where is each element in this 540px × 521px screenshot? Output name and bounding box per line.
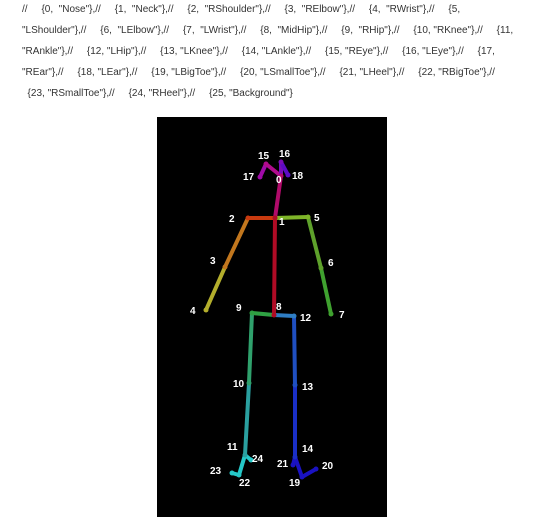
limb-10-11 — [243, 381, 251, 457]
joint-8 — [271, 312, 277, 318]
joint-22 — [236, 472, 242, 478]
limb-1-8 — [272, 216, 277, 317]
joint-label-4: 4 — [190, 306, 196, 317]
limb-8-12 — [272, 313, 296, 318]
joint-label-3: 3 — [210, 256, 216, 267]
keypoint-legend-comment: // {0, "Nose"},// {1, "Neck"},// {2, "RS… — [0, 0, 540, 110]
joint-label-10: 10 — [233, 379, 245, 390]
joint-label-22: 22 — [239, 478, 251, 489]
joint-label-14: 14 — [302, 444, 314, 455]
limb-1-0 — [273, 174, 283, 220]
comment-line-2: "LShoulder"},// {6, "LElbow"},// {7, "LW… — [22, 25, 514, 36]
limb-2-3 — [223, 216, 250, 269]
joint-5 — [305, 214, 311, 220]
limb-8-9 — [250, 311, 276, 317]
comment-line-4: "REar"},// {18, "LEar"},// {19, "LBigToe… — [22, 67, 495, 78]
joint-label-5: 5 — [314, 213, 320, 224]
joint-label-7: 7 — [339, 310, 345, 321]
joint-19 — [299, 474, 305, 480]
joint-23 — [229, 470, 235, 476]
joint-label-11: 11 — [227, 442, 238, 453]
joint-label-6: 6 — [328, 258, 334, 269]
joint-label-16: 16 — [279, 149, 291, 160]
joint-label-12: 12 — [300, 313, 312, 324]
limb-11-22 — [237, 453, 247, 477]
joint-label-17: 17 — [243, 172, 255, 183]
joint-4 — [203, 307, 209, 313]
joint-9 — [249, 310, 255, 316]
comment-line-5: {23, "RSmallToe"},// {24, "RHeel"},// {2… — [22, 88, 293, 99]
comment-line-3: "RAnkle"},// {12, "LHip"},// {13, "LKnee… — [22, 46, 495, 57]
joint-12 — [291, 313, 297, 319]
joint-6 — [318, 265, 324, 271]
limb-6-7 — [319, 266, 333, 316]
joint-1 — [272, 215, 278, 221]
joint-15 — [263, 161, 269, 167]
joint-label-15: 15 — [258, 151, 270, 162]
joint-label-9: 9 — [236, 303, 242, 314]
joint-label-18: 18 — [292, 171, 304, 182]
comment-line-1: // {0, "Nose"},// {1, "Neck"},// {2, "RS… — [22, 4, 461, 15]
joint-20 — [313, 466, 319, 472]
joint-label-24: 24 — [252, 454, 264, 465]
joint-0 — [278, 173, 284, 179]
joint-18 — [285, 172, 291, 178]
joint-3 — [222, 264, 228, 270]
joint-label-1: 1 — [279, 217, 285, 228]
joint-17 — [257, 174, 263, 180]
joint-label-8: 8 — [276, 302, 282, 313]
limb-1-5 — [273, 215, 310, 220]
limb-0-15 — [264, 162, 283, 178]
joint-14 — [292, 454, 298, 460]
joint-label-2: 2 — [229, 214, 235, 225]
joint-label-23: 23 — [210, 466, 222, 477]
joint-7 — [328, 311, 334, 317]
joint-2 — [245, 215, 251, 221]
joint-13 — [292, 382, 298, 388]
limb-12-13 — [292, 314, 297, 387]
joint-label-20: 20 — [322, 461, 334, 472]
limb-3-4 — [204, 265, 227, 312]
joint-11 — [242, 452, 248, 458]
joint-label-19: 19 — [289, 478, 301, 489]
limb-9-10 — [247, 311, 254, 385]
limb-5-6 — [306, 215, 323, 270]
limbs-layer — [204, 160, 333, 479]
joint-label-21: 21 — [277, 459, 289, 470]
joint-10 — [246, 380, 252, 386]
joint-16 — [278, 159, 284, 165]
joint-21 — [290, 462, 296, 468]
joint-label-0: 0 — [276, 175, 282, 186]
limb-19-20 — [300, 467, 318, 479]
joint-label-13: 13 — [302, 382, 314, 393]
joint-24 — [248, 457, 254, 463]
joints-layer — [203, 159, 334, 480]
